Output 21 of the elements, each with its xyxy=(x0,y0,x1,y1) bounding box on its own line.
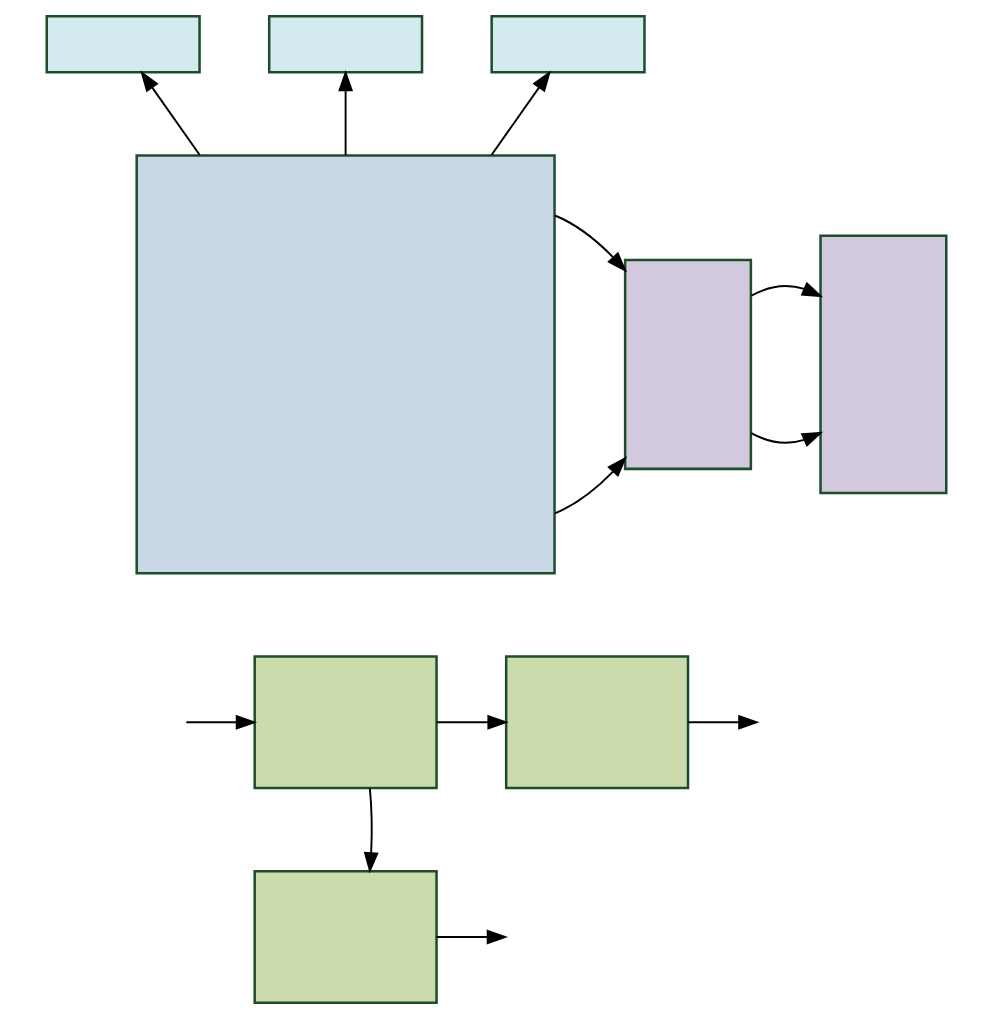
node-box xyxy=(134,154,556,575)
node-box xyxy=(252,870,438,1005)
node-box xyxy=(267,14,423,74)
arrow xyxy=(363,787,379,874)
arrow xyxy=(435,714,509,730)
arrow xyxy=(553,456,627,515)
arrow xyxy=(490,70,551,156)
arrow xyxy=(686,714,759,730)
arrow xyxy=(184,714,257,730)
node-box xyxy=(45,14,201,74)
arrow xyxy=(337,70,353,156)
node-box xyxy=(504,655,689,790)
arrow xyxy=(749,281,823,298)
node-box xyxy=(623,258,752,471)
node-box xyxy=(818,234,947,495)
node-box xyxy=(252,655,438,790)
arrow xyxy=(553,214,627,273)
arrow xyxy=(139,70,201,156)
arrow xyxy=(749,431,823,448)
arrow xyxy=(435,929,508,945)
node-box xyxy=(489,14,646,74)
